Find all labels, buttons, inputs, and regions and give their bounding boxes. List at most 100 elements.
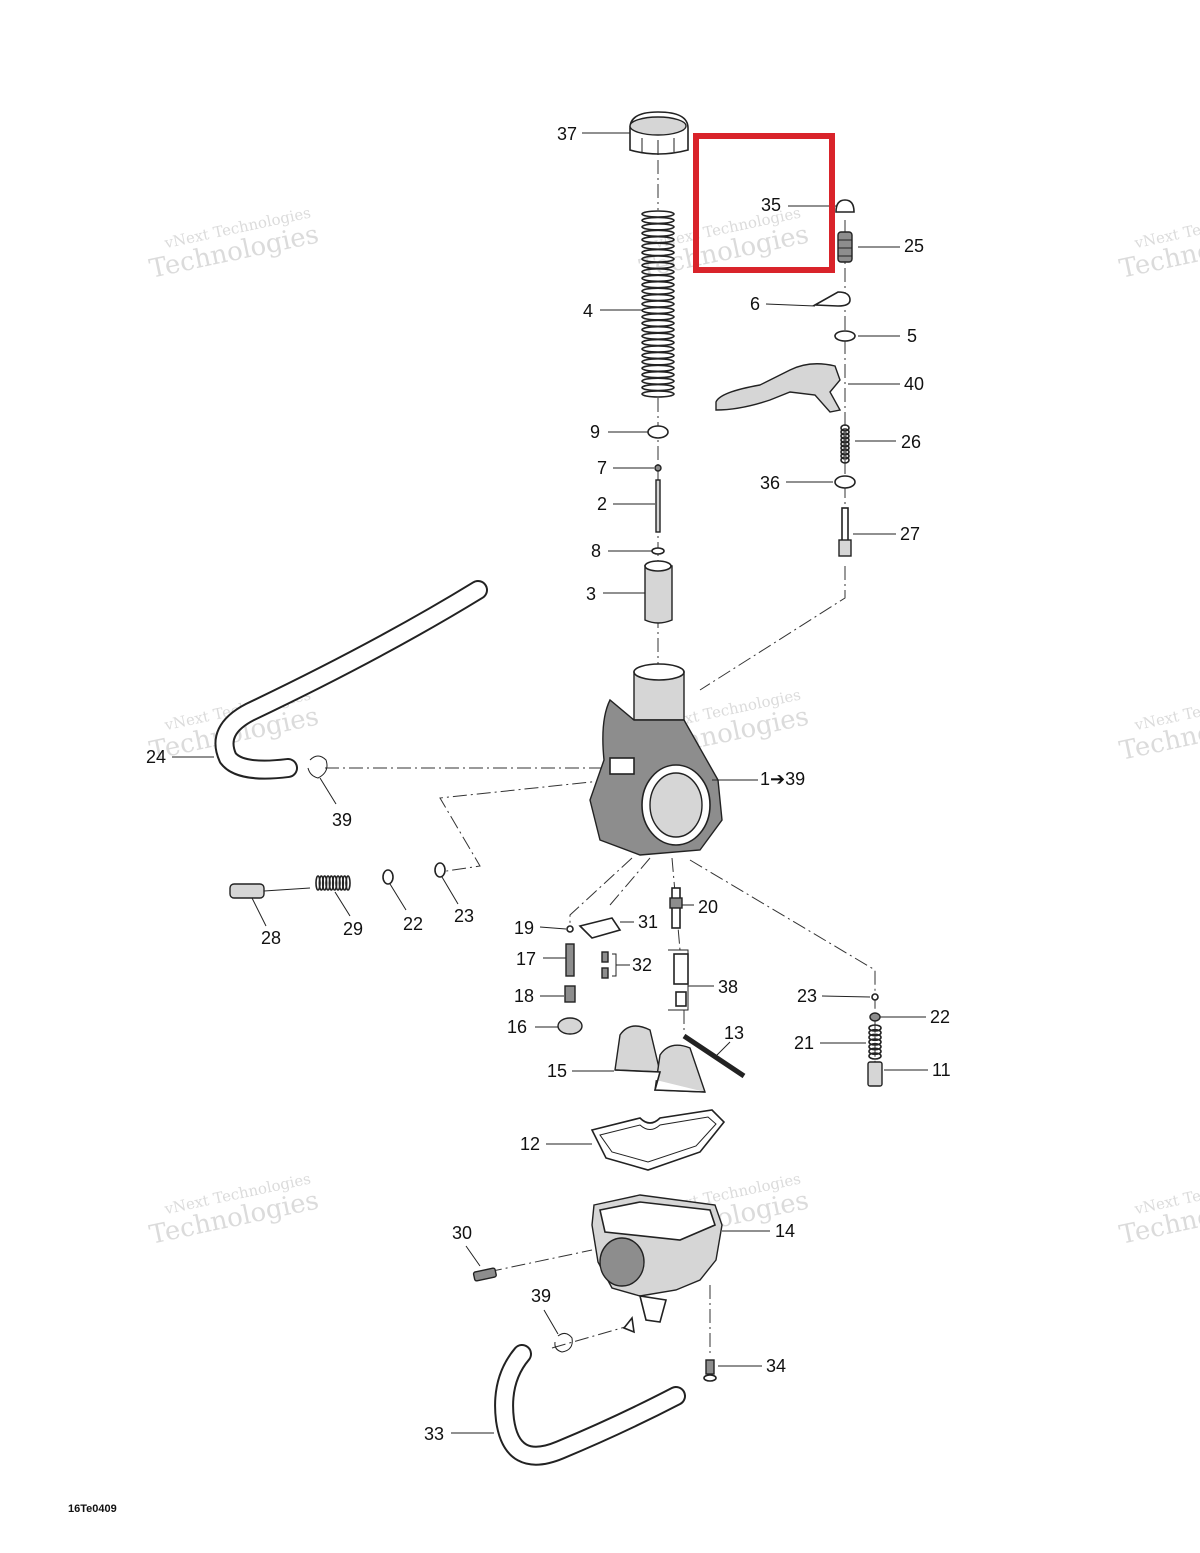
part-26-spring	[840, 424, 850, 464]
spring-coil	[840, 424, 850, 432]
label-18: 18	[514, 986, 534, 1006]
spring-coil	[641, 370, 675, 379]
spring-coil	[641, 223, 675, 231]
label-29: 29	[343, 919, 363, 939]
part-6-bracket	[812, 291, 851, 307]
label-31: 31	[638, 912, 658, 932]
label-14: 14	[775, 1221, 795, 1241]
label-5: 5	[907, 326, 917, 346]
spring-coil	[641, 364, 675, 373]
spring-coil	[641, 280, 675, 289]
spring-coil	[840, 432, 850, 440]
part-4-spring	[641, 210, 675, 398]
spring-coil	[641, 319, 675, 328]
spring-coil	[868, 1052, 882, 1060]
part-39-clamp-lower	[554, 1332, 573, 1353]
label-32: 32	[632, 955, 652, 975]
spring-coil	[868, 1033, 882, 1042]
spring-coil	[840, 440, 850, 448]
label-28: 28	[261, 928, 281, 948]
part-25-adjuster	[837, 231, 853, 263]
spring-coil	[840, 428, 850, 436]
part-22-ring	[382, 869, 394, 885]
label-8: 8	[591, 541, 601, 561]
watermark-left-top: vNext Technologies Technologies	[147, 204, 322, 285]
part-21-spring	[868, 1024, 882, 1060]
label-39-lower: 39	[531, 1286, 551, 1306]
part-8-washer	[651, 547, 665, 555]
part-5-washer	[834, 330, 856, 342]
label-15: 15	[547, 1061, 567, 1081]
watermark-left-low: vNext Technologies Technologies	[147, 1170, 322, 1251]
part-32-screws	[601, 951, 609, 979]
part-33-hose	[494, 1344, 686, 1466]
part-28-screw	[229, 883, 311, 899]
watermark-right-low: vNext Technologies Technologies	[1117, 1170, 1200, 1251]
spring-coil	[641, 306, 675, 315]
label-22-left: 22	[403, 914, 423, 934]
spring-coil	[840, 444, 850, 452]
part-2-needle	[655, 479, 661, 533]
part-23-ring	[434, 862, 446, 878]
spring-coil	[868, 1042, 882, 1051]
part-12-gasket	[590, 1109, 726, 1171]
part-19-ring	[566, 925, 574, 933]
label-22-right: 22	[930, 1007, 950, 1027]
label-37: 37	[557, 124, 577, 144]
part-14-float-bowl	[591, 1194, 723, 1334]
spring-coil	[840, 436, 850, 444]
label-30: 30	[452, 1223, 472, 1243]
part-24-hose	[214, 580, 488, 780]
spring-coil	[641, 210, 675, 218]
leader-lines	[172, 132, 928, 1434]
spring-coil	[641, 383, 675, 392]
spring-coil	[868, 1024, 882, 1032]
label-19: 19	[514, 918, 534, 938]
part-23-ring-right	[871, 993, 879, 1001]
label-3: 3	[586, 584, 596, 604]
watermark-right-top: vNext Technologies Technologies	[1117, 204, 1200, 285]
label-25: 25	[904, 236, 924, 256]
label-2: 2	[597, 494, 607, 514]
spring-coil	[868, 1047, 882, 1056]
callout-labels: 37 35 25 4 6 5 40 9 26 7 36 2 27 8 3 24 …	[146, 124, 951, 1444]
spring-coil	[641, 332, 675, 340]
spring-coil	[641, 345, 675, 353]
part-38-float-needle	[673, 953, 689, 1007]
label-39-upper: 39	[332, 810, 352, 830]
part-15-float	[614, 1025, 706, 1093]
part-16-plug	[557, 1017, 583, 1035]
spring-coil	[641, 338, 675, 347]
label-27: 27	[900, 524, 920, 544]
part-9-clip	[647, 425, 669, 439]
spring-coil	[641, 377, 675, 385]
label-17: 17	[516, 949, 536, 969]
label-16: 16	[507, 1017, 527, 1037]
spring-coil	[641, 313, 675, 321]
spring-coil	[840, 456, 850, 464]
label-40: 40	[904, 374, 924, 394]
part-30-screw	[472, 1267, 497, 1282]
part-7-ring	[654, 464, 662, 472]
part-22-ring-right	[869, 1012, 881, 1022]
label-20: 20	[698, 897, 718, 917]
spring-coil	[641, 287, 675, 295]
label-9: 9	[590, 422, 600, 442]
part-39-clamp	[307, 755, 328, 779]
highlight-box-part-35	[693, 133, 835, 273]
label-23-left: 23	[454, 906, 474, 926]
part-3-slide	[644, 560, 673, 624]
part-37-cap	[629, 111, 689, 155]
label-6: 6	[750, 294, 760, 314]
spring-coil	[345, 875, 351, 891]
label-35: 35	[761, 195, 781, 215]
label-24: 24	[146, 747, 166, 767]
label-1-39: 1➔39	[760, 769, 805, 789]
part-1-carburetor-body	[589, 663, 723, 856]
part-34-screw	[703, 1359, 717, 1382]
label-23-right: 23	[797, 986, 817, 1006]
part-17-jet	[565, 943, 575, 977]
label-33: 33	[424, 1424, 444, 1444]
spring-coil	[840, 448, 850, 456]
